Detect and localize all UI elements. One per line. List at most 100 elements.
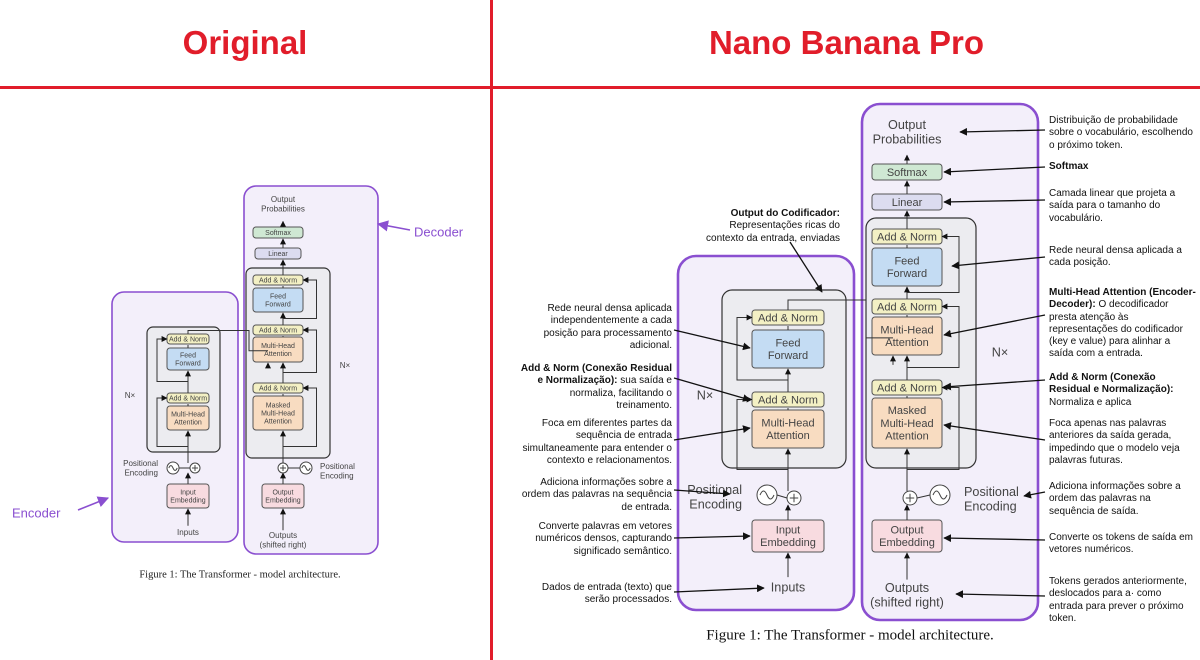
nano-encoder-to-decoder-link [787, 299, 893, 339]
orig-encoder-stack [146, 326, 221, 453]
annotation-dec-feed-forward-text: Rede neural densa aplicada a cada posiçã… [1049, 245, 1182, 269]
annotation-encoder-output-text: Representações ricas do contexto da entr… [706, 220, 840, 244]
annotation-input-embedding-text: Converte palavras em vetores numéricos d… [535, 521, 672, 557]
annotation-dec-feed-forward: Rede neural densa aplicada a cada posiçã… [1049, 245, 1197, 270]
encoder-callout-arrow [77, 496, 110, 511]
nano-enc-plus-icon-plus [789, 493, 799, 503]
orig-dec-nx-label: N× [340, 361, 351, 370]
annotation-softmax-title: Softmax [1049, 161, 1089, 172]
orig-caption: Figure 1: The Transformer - model archit… [139, 570, 340, 581]
vertical-divider [490, 0, 493, 660]
enc-ff-pointer [673, 329, 751, 351]
annotation-output-probabilities: Distribuição de probabilidade sobre o vo… [1049, 115, 1197, 152]
annotation-outputs-text: Tokens gerados anteriormente, deslocados… [1049, 576, 1187, 624]
nano-dec-add-norm-mid-label: Add & Norm [877, 301, 937, 313]
out-prob-pointer [959, 127, 1046, 136]
output-embed-pointer [943, 534, 1046, 543]
orig-outputs-label: Outputs(shifted right) [260, 531, 307, 549]
nano-dec-plus-icon-plus [905, 493, 915, 503]
encoder-callout-label: Encoder [12, 506, 61, 521]
enc-an-pointer [673, 377, 751, 402]
annotation-masked: Foca apenas nas palavras anteriores da s… [1049, 418, 1197, 467]
annotation-dec-attention-text: O decodificador presta atenção às repres… [1049, 299, 1183, 360]
decoder-callout-arrow [376, 220, 411, 232]
nano-enc-add-norm-top-label: Add & Norm [758, 312, 818, 324]
annotation-output-embedding-text: Converte os tokens de saída em vetores n… [1049, 532, 1193, 556]
orig-dec-masked-attention [252, 395, 304, 431]
dec-att-pointer [943, 314, 1046, 338]
input-embed-pointer [673, 532, 751, 541]
annotation-enc-attention-text: Foca em diferentes partes da sequência d… [522, 418, 672, 466]
annotation-dec-positional: Adiciona informações sobre a ordem das p… [1049, 481, 1197, 518]
orig-dec-feed-forward [252, 287, 304, 313]
annotation-enc-feed-forward-text: Rede neural densa aplicada independentem… [543, 303, 672, 351]
orig-linear-label: Linear [268, 251, 288, 258]
orig-dec-sine-icon-wave [301, 465, 311, 471]
orig-enc-add-norm-top-label: Add & Norm [169, 336, 207, 343]
annotation-encoder-output-title: Output do Codificador: [730, 208, 840, 219]
orig-dec-residual-1 [283, 385, 317, 447]
nano-dec-add-norm-bottom-label: Add & Norm [877, 382, 937, 394]
annotation-enc-positional-text: Adiciona informações sobre a ordem das p… [521, 477, 672, 513]
nano-softmax-label: Softmax [887, 167, 928, 179]
enc-att-pointer [673, 425, 751, 441]
orig-dec-plus-icon-plus [280, 465, 286, 471]
annotation-enc-add-norm: Add & Norm (Conexão Residual e Normaliza… [520, 363, 672, 412]
annotation-input-embedding: Converte palavras em vetores numéricos d… [520, 521, 672, 558]
annotation-dec-attention-title: Multi-Head Attention (Encoder-Decoder): [1049, 287, 1196, 311]
nano-dec-sine-icon-wave [932, 490, 948, 500]
nano-caption: Figure 1: The Transformer - model archit… [706, 627, 994, 643]
annotation-enc-attention: Foca em diferentes partes da sequência d… [520, 418, 672, 467]
decoder-callout-label: Decoder [414, 225, 464, 240]
nano-dec-add-norm-top-label: Add & Norm [877, 231, 937, 243]
orig-dec-add-norm-mid-label: Add & Norm [259, 327, 297, 334]
annotation-dec-attention: Multi-Head Attention (Encoder-Decoder): … [1049, 287, 1197, 361]
orig-enc-add-norm-bottom-label: Add & Norm [169, 395, 207, 402]
nano-linear-label: Linear [892, 197, 923, 209]
annotation-linear-text: Camada linear que projeta a saída para o… [1049, 188, 1176, 224]
orig-enc-plus-icon-plus [192, 465, 198, 471]
nano-dec-nx-label: N× [992, 345, 1009, 359]
annotation-enc-feed-forward: Rede neural densa aplicada independentem… [520, 303, 672, 352]
nano-enc-nx-label: N× [697, 388, 714, 402]
annotation-linear: Camada linear que projeta a saída para o… [1049, 188, 1197, 225]
orig-inputs-label: Inputs [177, 528, 199, 537]
orig-enc-nx-label: N× [125, 391, 136, 400]
nano-outputs-label: Outputs(shifted right) [870, 581, 944, 610]
annotation-dec-add-norm-title: Add & Norm (Conexão Residual e Normaliza… [1049, 372, 1174, 396]
nano-banana-pro-heading: Nano Banana Pro [708, 24, 985, 61]
annotation-masked-text: Foca apenas nas palavras anteriores da s… [1049, 418, 1180, 466]
orig-dec-multi-head-attention [252, 336, 304, 363]
annotation-enc-add-norm-title: Add & Norm (Conexão Residual e Normaliza… [520, 363, 672, 387]
orig-enc-residual-1 [156, 395, 188, 447]
annotation-encoder-output: Output do Codificador: Representações ri… [690, 208, 840, 245]
softmax-pointer [943, 166, 1046, 176]
nano-enc-pe-link [776, 494, 788, 499]
annotation-enc-positional: Adiciona informações sobre a ordem das p… [520, 477, 672, 514]
horizontal-divider [0, 86, 1200, 89]
orig-softmax [252, 226, 304, 239]
annotation-inputs: Dados de entrada (texto) que serão proce… [520, 582, 672, 607]
orig-dec-add-norm-bottom-label: Add & Norm [259, 385, 297, 392]
orig-encoder-to-decoder-link [187, 330, 268, 352]
enc-pe-pointer [673, 489, 731, 498]
annotation-softmax: Softmax [1049, 161, 1197, 173]
encoder-output-pointer [789, 241, 823, 293]
orig-dec-residual-2 [283, 327, 317, 373]
